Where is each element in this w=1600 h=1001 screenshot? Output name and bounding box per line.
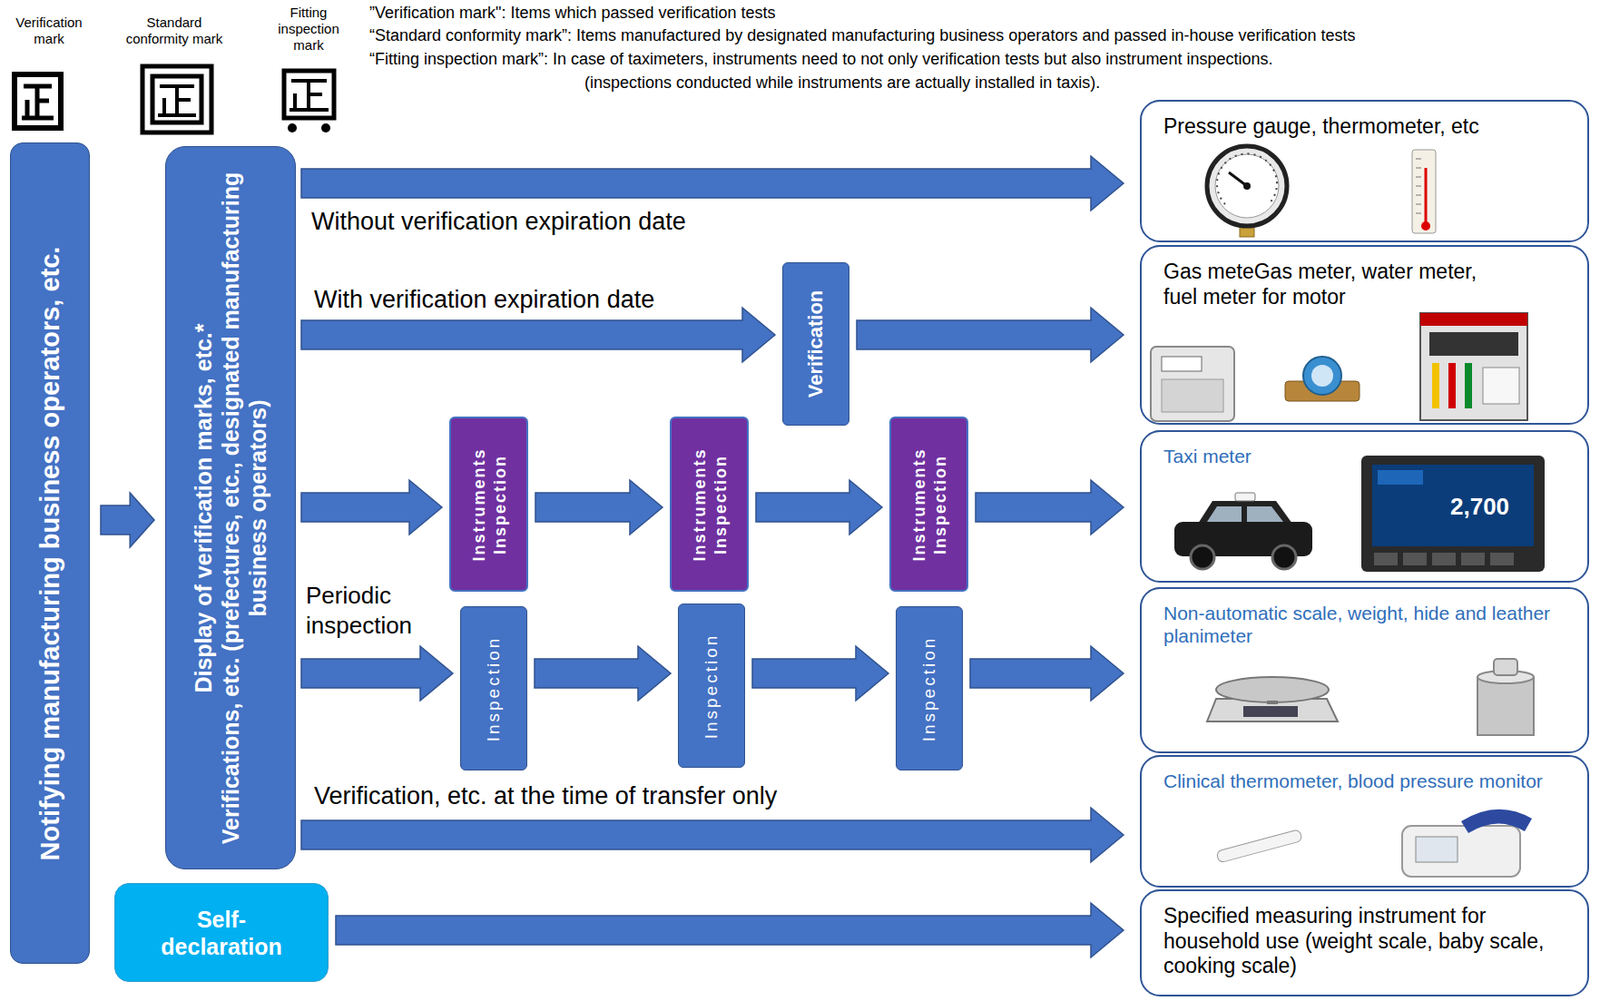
node-text: Pressure gauge, thermometer, etc: [1163, 114, 1554, 140]
scale-picture: [1207, 677, 1338, 722]
rotated-text: Notifying manufacturing business operato…: [34, 156, 67, 951]
instrument-box: Pressure gauge, thermometer, etc: [1139, 99, 1590, 243]
block-arrow: [856, 307, 1124, 363]
edge-label: Periodic inspection: [305, 580, 442, 640]
taxi-meter-picture: [1361, 455, 1545, 572]
block-arrow: [301, 156, 1124, 211]
block-arrow: [301, 807, 1124, 863]
weight-picture: [1477, 658, 1534, 736]
edge-label-box: With verification expiration date: [314, 284, 655, 315]
meter-reading: 2,700: [1450, 492, 1510, 521]
edge-label: With verification expiration date: [314, 284, 655, 315]
rotated-text: Verification: [804, 290, 828, 399]
note-box: (inspections conducted while instruments…: [584, 73, 1100, 94]
process-box: Verification: [782, 262, 850, 426]
block-arrow: [535, 480, 663, 535]
node-text: Self-declaration: [160, 905, 282, 961]
thermometer-picture: [1412, 149, 1436, 234]
taxi-picture: [1174, 492, 1313, 570]
rotated-text: Inspection: [701, 632, 723, 739]
block-arrow: [975, 480, 1124, 535]
node-text: Instruments Inspection: [908, 447, 950, 561]
side-band: Notifying manufacturing business operato…: [9, 142, 90, 964]
standard-conformity-mark-icon: [142, 66, 212, 133]
note-text: “Fitting inspection mark”: In case of ta…: [369, 49, 1273, 70]
block-arrow: [301, 480, 442, 535]
block-arrow: [970, 646, 1124, 701]
legend-text: Verification mark: [9, 14, 89, 48]
node-text: Inspection: [919, 635, 941, 742]
inspection-box: Instruments Inspection: [889, 416, 969, 592]
blood-pressure-monitor-picture: [1402, 809, 1532, 877]
node-text: Display of verification marks, etc.*: [189, 167, 217, 849]
node-text: Notifying manufacturing business operato…: [34, 156, 67, 951]
fuel-pump-picture: [1420, 313, 1528, 421]
block-arrow: [100, 492, 155, 548]
node-text: Non-automatic scale, weight, hide and le…: [1163, 601, 1554, 648]
note-box: “Standard conformity mark”: Items manufa…: [369, 26, 1356, 47]
edge-label: Without verification expiration date: [311, 206, 687, 236]
node-text: Specified measuring instrument for house…: [1163, 903, 1545, 980]
gas-meter-picture: [1150, 346, 1235, 422]
instrument-box: Non-automatic scale, weight, hide and le…: [1139, 587, 1590, 754]
legend-entry: Fitting inspection mark: [271, 4, 346, 54]
block-arrow: [335, 903, 1124, 958]
meter-reading-box: 2,700: [1450, 492, 1510, 521]
block-arrow: [301, 307, 776, 363]
node-text: Taxi meter: [1163, 444, 1554, 468]
note-text: “Standard conformity mark”: Items manufa…: [369, 26, 1356, 47]
node-text: Verifications, etc. (prefectures, etc., …: [216, 167, 272, 849]
legend-entry: Standard conformity mark: [115, 14, 234, 48]
instrument-box: Clinical thermometer, blood pressure mon…: [1139, 755, 1590, 888]
block-arrow: [755, 480, 883, 535]
verification-mark-icon: [14, 74, 61, 128]
rotated-text: Instruments Inspection: [468, 447, 510, 561]
rotated-text: Inspection: [919, 635, 941, 742]
process-band: Display of verification marks, etc.*Veri…: [165, 146, 296, 870]
edge-label-box: Periodic inspection: [305, 580, 442, 640]
block-arrow: [752, 646, 889, 701]
legend-text: Standard conformity mark: [115, 14, 234, 48]
instrument-box: Taxi meter: [1139, 430, 1590, 583]
legend-entry: Verification mark: [9, 14, 89, 48]
node-text: Instruments Inspection: [468, 447, 510, 561]
note-box: “Fitting inspection mark”: In case of ta…: [369, 49, 1273, 70]
edge-label-box: Without verification expiration date: [311, 206, 687, 236]
block-arrow: [301, 646, 453, 701]
pressure-gauge-picture: [1207, 146, 1287, 237]
rotated-text: Instruments Inspection: [908, 447, 950, 561]
inspection-box: Instruments Inspection: [669, 416, 749, 592]
node-text: Inspection: [701, 632, 723, 739]
node-text: Verification: [804, 290, 828, 399]
instrument-box: Specified measuring instrument for house…: [1139, 889, 1590, 997]
edge-label-box: Verification, etc. at the time of transf…: [314, 782, 777, 811]
rotated-text: Inspection: [483, 635, 505, 742]
process-box: Self-declaration: [114, 883, 329, 982]
inspection-box: Inspection: [895, 606, 963, 771]
note-text: (inspections conducted while instruments…: [584, 73, 1100, 94]
fitting-inspection-mark-icon: [284, 70, 334, 133]
node-text: Clinical thermometer, blood pressure mon…: [1163, 769, 1545, 793]
edge-label: Verification, etc. at the time of transf…: [314, 782, 777, 811]
legend-text: Fitting inspection mark: [271, 4, 346, 54]
node-text: Inspection: [483, 635, 505, 742]
inspection-box: Inspection: [677, 603, 746, 768]
node-text: Gas meteGas meter, water meter, fuel met…: [1163, 259, 1509, 310]
inspection-box: Instruments Inspection: [449, 416, 529, 592]
clinical-thermometer-picture: [1216, 829, 1303, 864]
instrument-box: Gas meteGas meter, water meter, fuel met…: [1139, 245, 1590, 425]
note-box: ”Verification mark": Items which passed …: [369, 3, 776, 24]
rotated-text: Instruments Inspection: [688, 447, 730, 561]
block-arrow: [534, 646, 671, 701]
node-text: Instruments Inspection: [688, 447, 730, 561]
water-meter-picture: [1285, 356, 1360, 402]
rotated-text: Display of verification marks, etc.*Veri…: [189, 167, 272, 849]
inspection-box: Inspection: [460, 606, 528, 771]
note-text: ”Verification mark": Items which passed …: [369, 3, 776, 24]
